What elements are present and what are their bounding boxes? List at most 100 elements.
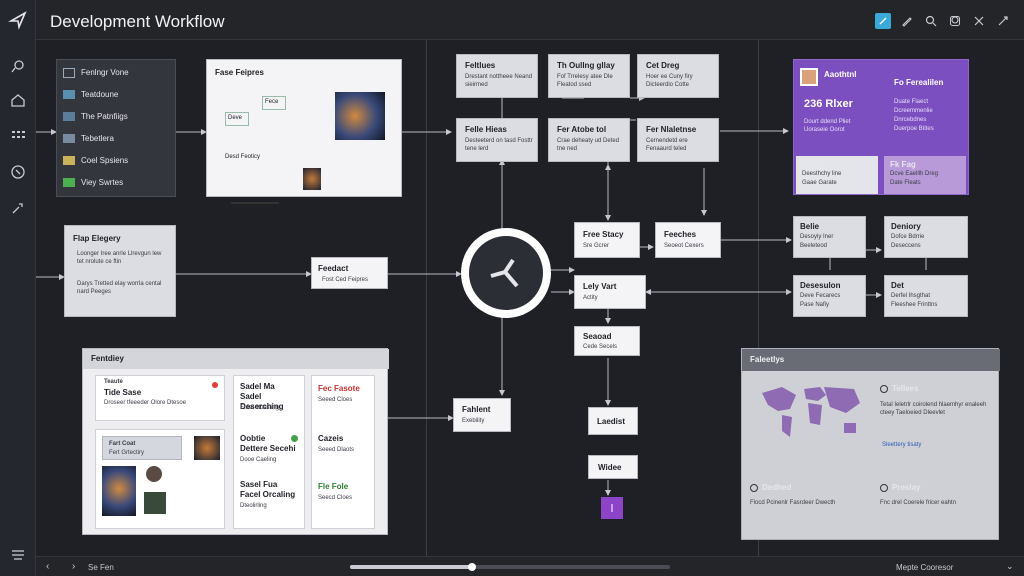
thumbnail-image (144, 492, 166, 514)
card-subtitle: Beeleteod (800, 243, 828, 249)
item-title: Sasel Fua (240, 480, 278, 489)
status-right-text: Mepte Cooresor (896, 563, 954, 572)
card-subtitle: Deseccens (891, 243, 921, 249)
close-icon[interactable] (971, 13, 987, 29)
card-title: Preslay (892, 483, 921, 492)
item-title: Cazeis (318, 434, 344, 443)
avatar (146, 466, 162, 482)
laedist-node[interactable]: Laedist (588, 407, 638, 435)
workflow-card[interactable]: Th Oullng gllay Fof Trrelesy atee Dle Fl… (548, 54, 630, 98)
features-panel[interactable]: Faleetlys Tellees Tetal Ieletrlr coirole… (741, 348, 1000, 540)
workflow-card[interactable]: Cet Dreg Hoer ee Cuny firy Dicteerdio Co… (637, 54, 719, 98)
feature-card[interactable]: Preslay Fnc drel Coerele fricer eahtn (876, 479, 996, 535)
node-subtitle: Exebility (462, 418, 485, 424)
profile-panel[interactable]: Aaothtnl 236 Rlxer Dourt ddend Pliet Uor… (793, 59, 969, 195)
workflow-card[interactable]: Felle Hieas Desteeterd on tasd Fosttr te… (456, 118, 538, 162)
profile-sub-card[interactable]: Mede Deesthchy line Gaae Garate (796, 156, 878, 194)
feeches-node[interactable]: Feeches Seoeot Cexers (655, 222, 721, 258)
sidebar-item-label[interactable]: Viey Swrtes (81, 178, 124, 187)
node-title: Feedact (318, 264, 349, 273)
node-chip[interactable]: Fart Coat Fert Grtectiry (102, 436, 182, 460)
item-subtitle: Seecd Cloes (318, 495, 353, 501)
search-icon[interactable] (923, 13, 939, 29)
widee-node[interactable]: Widee (588, 455, 638, 479)
check-icon (63, 178, 75, 187)
card-subtitle: Derfel Ihsgthat (891, 293, 931, 299)
card-title: Deniory (891, 222, 921, 231)
free-stacy-node[interactable]: Free Stacy Sre Gcrer (574, 222, 640, 258)
workflow-card[interactable]: Fer Atobe tol Crae deheaty ud Deted tne … (548, 118, 630, 162)
add-node-button[interactable] (601, 497, 623, 519)
edit-icon[interactable] (899, 13, 915, 29)
sidebar-item-label[interactable]: Fenlngr Vone (81, 68, 129, 77)
lely-vart-node[interactable]: Lely Vart Actity (574, 275, 646, 309)
list-item[interactable]: Teaute Tide Sase Droseer tfeeeder Olore … (95, 375, 225, 421)
flow-node[interactable]: Deve (225, 112, 249, 126)
seaoad-node[interactable]: Seaoad Cede Secels (574, 326, 640, 356)
card-subtitle: Hoer ee Cuny firy Dicteerdio Cotte (646, 74, 693, 88)
item-desc: Dteolirling (240, 503, 267, 509)
card-subtitle: Drestant nottheee Neand sieirmed (465, 74, 533, 88)
feature-card[interactable]: Tellees Tetal Ieletrlr coirolend hlaemhy… (876, 379, 996, 475)
node-subtitle: Fost Ced Feipres (322, 277, 369, 283)
progress-knob[interactable] (467, 563, 476, 571)
workflow-card[interactable]: Fer Nlaletnse Cernendetd ere Fenaaurd te… (637, 118, 719, 162)
card-title: Belie (800, 222, 820, 231)
workflow-card[interactable]: Desesulon Deve Fecarecs Pase Nafiy (793, 275, 866, 317)
hub-node[interactable] (461, 228, 551, 318)
profile-line: Dcreemmenlie (894, 108, 933, 114)
flap-elegery-card[interactable]: Flap Elegery Loonger Iree anrle Llrevgun… (64, 225, 176, 317)
workflow-card[interactable]: Det Derfel Ihsgthat Fleeshee Frinttns (884, 275, 968, 317)
card-title: Mede (802, 160, 823, 169)
progress-bar[interactable] (350, 563, 670, 571)
item-subtitle: Sadel Deserching (240, 392, 284, 411)
item-title: Teaute (104, 379, 123, 385)
flow-diagram-panel[interactable]: Fase Feipres Deve Fece Desd Feoticy (206, 59, 402, 204)
sidebar-item-label[interactable]: Tebetlera (81, 134, 114, 143)
workflow-card[interactable]: Belie Desoyiy Iner Beeleteod (793, 216, 866, 258)
card-title: Dedhed (762, 483, 792, 492)
fahlent-node[interactable]: Fahlent Exebility (453, 398, 511, 432)
chevron-down-icon[interactable]: ⌄ (1006, 561, 1014, 571)
tool-icon[interactable] (8, 198, 28, 218)
profile-sub-card[interactable]: Fk Fag Dcve Eaelllh Dreg Date Fleats (884, 156, 966, 194)
list-column: Fec Fasote Seeed Cloes Cazeis Seeed Dlao… (311, 375, 375, 529)
grid-icon[interactable] (8, 126, 28, 146)
sidebar-item-label[interactable]: Coel Spsiens (81, 156, 129, 165)
item-subtitle: Facel Orcaling (240, 490, 296, 499)
settings-icon[interactable] (995, 13, 1011, 29)
card-link[interactable]: Sleettery tisaty (882, 442, 922, 448)
list-item[interactable]: Fart Coat Fert Grtectiry (95, 429, 225, 529)
pen-icon[interactable] (8, 56, 28, 76)
panel-title: Faleetlys (750, 355, 785, 364)
flow-node[interactable]: Fece (262, 96, 286, 110)
avatar (800, 68, 818, 86)
chevron-right-icon[interactable]: › (72, 561, 76, 572)
theme-toggle-icon[interactable] (875, 13, 891, 29)
feature-card[interactable]: Dedhed Flocd Pcinenlr Fasrdeer Dwecth (746, 479, 868, 535)
card-desc: Fnc drel Coerele fricer eahtn (880, 500, 957, 506)
status-left-text: Se Fen (88, 563, 114, 572)
workflow-card[interactable]: Deniory Dofce Bdrrie Deseccens (884, 216, 968, 258)
app-title: Development Workflow (50, 12, 225, 31)
chevron-left-icon[interactable]: ‹ (46, 561, 50, 572)
sidebar-item-label[interactable]: The Patnfiigs (81, 112, 128, 121)
node-title: Feeches (664, 230, 697, 239)
menu-icon[interactable] (8, 544, 28, 564)
workflow-card[interactable]: Feltlues Drestant nottheee Neand sieirme… (456, 54, 538, 98)
compass-icon[interactable] (8, 162, 28, 182)
node-title: Free Stacy (583, 230, 624, 239)
home-icon[interactable] (8, 90, 28, 110)
sidebar-item-label[interactable]: Teatdoune (81, 90, 119, 99)
feedact-node[interactable]: Feedact Fost Ced Feipres (311, 257, 388, 289)
card-desc: Tetal Ieletrlr coirolend hlaemhyr enalee… (880, 402, 987, 416)
circle-icon (880, 484, 888, 492)
card-icon (63, 112, 75, 121)
item-subtitle: Seeed Cloes (318, 397, 353, 403)
user-icon[interactable] (947, 13, 963, 29)
bottom-panel[interactable]: Fentdiey Teaute Tide Sase Droseer tfeeed… (82, 348, 389, 535)
workflow-canvas[interactable]: Fenlngr Vone Teatdoune The Patnfiigs Teb… (36, 40, 1024, 556)
logo-icon[interactable] (8, 10, 28, 30)
grid-icon (63, 68, 75, 78)
card-subtitle: Date Fleats (890, 180, 921, 186)
